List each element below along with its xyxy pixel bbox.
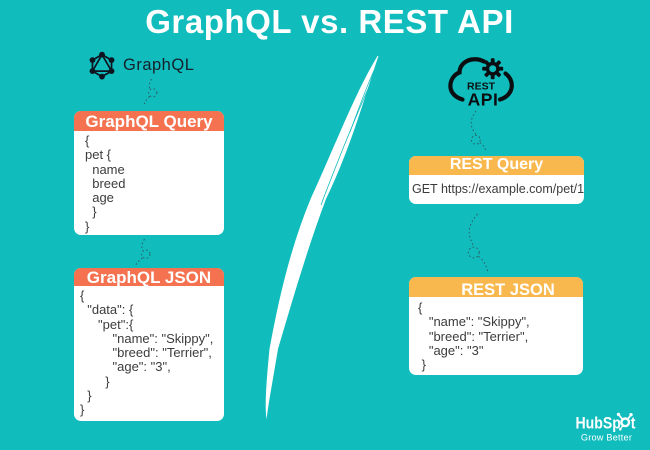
- svg-text:REST: REST: [467, 81, 496, 93]
- svg-text:API: API: [468, 90, 499, 110]
- svg-text:t: t: [631, 414, 636, 432]
- svg-text:HubSp: HubSp: [576, 414, 621, 432]
- svg-text:Grow Better: Grow Better: [581, 432, 632, 442]
